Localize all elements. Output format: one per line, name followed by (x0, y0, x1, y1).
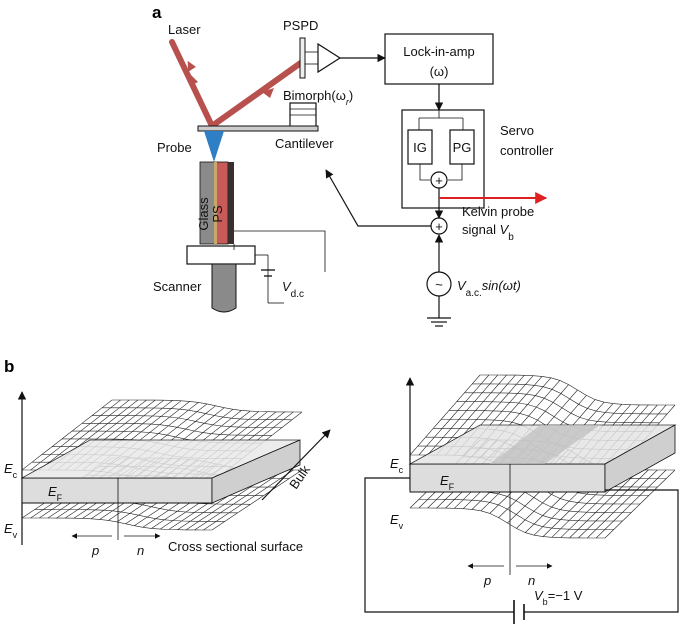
cantilever (197, 125, 319, 132)
ac-source-symbol: ~ (435, 277, 443, 292)
bimorph-label: Bimorph(ωr) (283, 88, 353, 107)
pspd-detector (299, 37, 306, 79)
ef-label-right: EF (440, 473, 455, 492)
pspd-label: PSPD (283, 18, 318, 33)
panel-a: a Laser PSPD Lock-in-amp (ω) Bimorph(ωr)… (152, 3, 554, 327)
vac-label: Va.c.sin(ωt) (457, 278, 521, 299)
ig-label: IG (413, 140, 427, 155)
vdc-label: Vd.c (282, 279, 304, 300)
probe-label: Probe (157, 140, 192, 155)
scanner-label: Scanner (153, 279, 202, 294)
interface-layer (214, 162, 217, 244)
n-region-label-left: n (137, 543, 144, 558)
kelvin-label-line1: Kelvin probe (462, 204, 534, 219)
p-region-label-right: p (483, 573, 491, 588)
scanner-stage (186, 245, 256, 265)
n-region-label-right: n (528, 573, 535, 588)
cantilever-label: Cantilever (275, 136, 334, 151)
bias-circuit-right-wire (524, 489, 679, 613)
pg-label: PG (453, 140, 472, 155)
ec-label-right: Ec (390, 456, 404, 475)
laser-beam (169, 39, 305, 129)
probe-tip (204, 131, 224, 162)
ev-label-left: Ev (4, 521, 18, 540)
p-region-label-left: p (91, 543, 99, 558)
bias-circuit-left-wire (364, 477, 514, 613)
lock-in-amp-label: Lock-in-amp (403, 44, 475, 59)
panel-b: b Bulk Ec EF Ev p n Cross sectional surf… (4, 357, 679, 624)
ev-label-right: Ev (390, 512, 404, 531)
servo-sum-symbol: + (435, 173, 443, 188)
panel-a-label: a (152, 3, 162, 22)
glass-label: Glass (196, 197, 211, 231)
band-diagram-left: Bulk Ec EF Ev p n Cross sectional surfac… (4, 391, 331, 558)
vb-label: Vb=−1 V (534, 588, 583, 607)
ps-layer (215, 161, 229, 245)
ef-label-left: EF (48, 484, 63, 503)
band-diagram-right: Ec EF Ev p n Vb=−1 V (364, 374, 679, 624)
lock-in-amp-frequency: (ω) (430, 64, 449, 79)
scanner-tube (211, 263, 237, 313)
cross-section-label: Cross sectional surface (168, 539, 303, 554)
laser-label: Laser (168, 22, 201, 37)
ps-label: PS (210, 205, 225, 223)
servo-controller-box (401, 109, 485, 209)
feedback-sum-symbol: + (435, 219, 443, 234)
amplifier-symbol (317, 42, 342, 74)
kelvin-label-line2: signal Vb (462, 222, 514, 243)
ec-label-left: Ec (4, 461, 18, 480)
panel-b-label: b (4, 357, 14, 376)
ps-back-layer (228, 162, 234, 244)
bulk-axis-arrow (261, 429, 331, 501)
servo-label-line2: controller (500, 143, 554, 158)
servo-label-line1: Servo (500, 123, 534, 138)
